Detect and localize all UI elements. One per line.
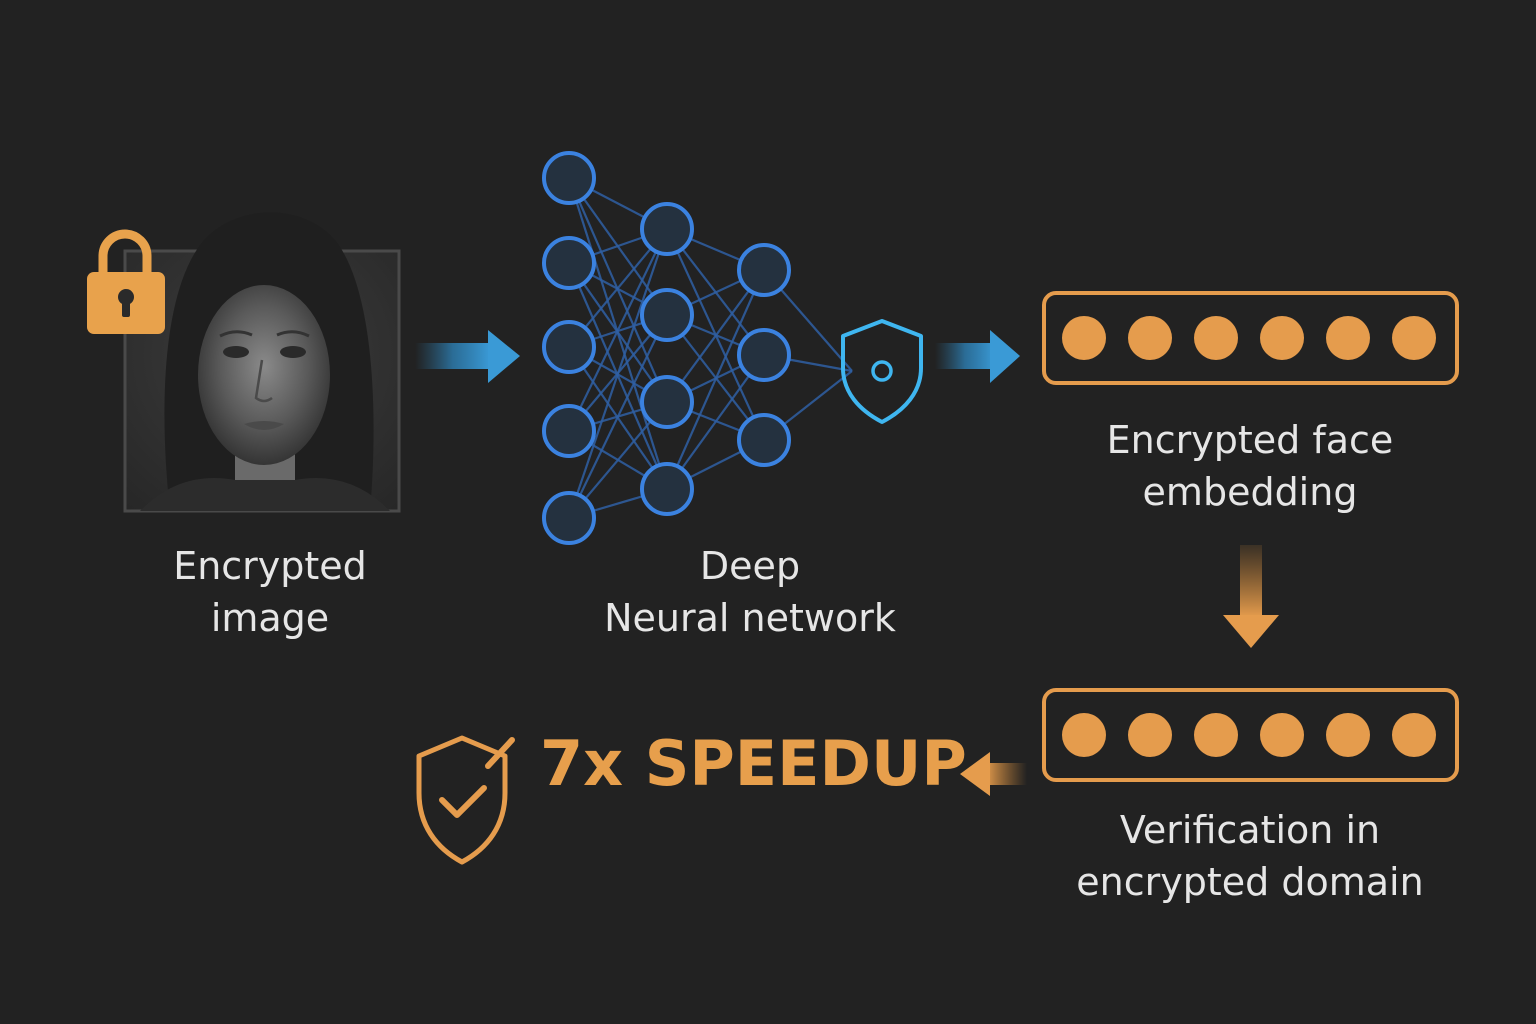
embedding-vector [1042,291,1459,385]
network-connection [666,269,765,403]
verification-dot [1062,713,1106,757]
embedding-dot [1062,316,1106,360]
embedding-dot [1260,316,1304,360]
lock-icon [87,229,165,334]
shield-check-icon [416,735,515,865]
neural-network [542,151,853,545]
label-neural-network-line1: Deep [699,544,801,588]
verification-dot [1392,713,1436,757]
label-encrypted-image-line1: Encrypted [173,544,367,588]
embedding-dots [1062,316,1436,360]
embedding-dot [1128,316,1172,360]
network-node [640,462,694,516]
network-node [640,288,694,342]
network-node [640,375,694,429]
network-connection [568,314,668,519]
verification-box [1042,688,1459,782]
label-verification-line2: encrypted domain [1076,860,1424,904]
encrypted-image-group [87,212,401,513]
label-neural-network: Deep Neural network [560,540,940,644]
shield-icon [841,319,923,424]
network-nodes [542,151,791,545]
network-node [542,491,596,545]
embedding-dot [1392,316,1436,360]
network-node [542,404,596,458]
label-verification-line1: Verification in [1119,808,1381,852]
network-node [542,320,596,374]
network-node [640,202,694,256]
verification-dot [1326,713,1370,757]
verification-dots [1062,713,1436,757]
network-connection [567,228,669,519]
arrow-image-to-network [415,330,520,383]
arrow-embedding-to-verification [1223,545,1279,648]
embedding-dot [1194,316,1238,360]
arrow-network-to-embedding [935,330,1020,383]
network-node [737,243,791,297]
face-portrait [140,212,390,511]
label-face-embedding-line2: embedding [1142,470,1358,514]
speedup-text: 7x SPEEDUP [540,727,967,800]
label-neural-network-line2: Neural network [604,596,896,640]
network-connection [666,354,765,490]
embedding-box [1042,291,1459,385]
verification-dot [1194,713,1238,757]
verification-dot [1260,713,1304,757]
network-connections [567,177,853,520]
label-encrypted-image-line2: image [210,596,330,640]
verification-dot [1128,713,1172,757]
arrow-verification-to-result [960,752,1027,796]
network-node [542,236,596,290]
verification-vector [1042,688,1459,782]
network-node [737,328,791,382]
network-node [542,151,596,205]
embedding-dot [1326,316,1370,360]
network-node [737,413,791,467]
label-encrypted-image: Encrypted image [120,540,420,644]
label-verification: Verification in encrypted domain [1030,804,1470,908]
label-face-embedding: Encrypted face embedding [1040,414,1460,518]
network-connection [665,269,766,490]
label-face-embedding-line1: Encrypted face [1106,418,1394,462]
network-connection [568,228,668,432]
